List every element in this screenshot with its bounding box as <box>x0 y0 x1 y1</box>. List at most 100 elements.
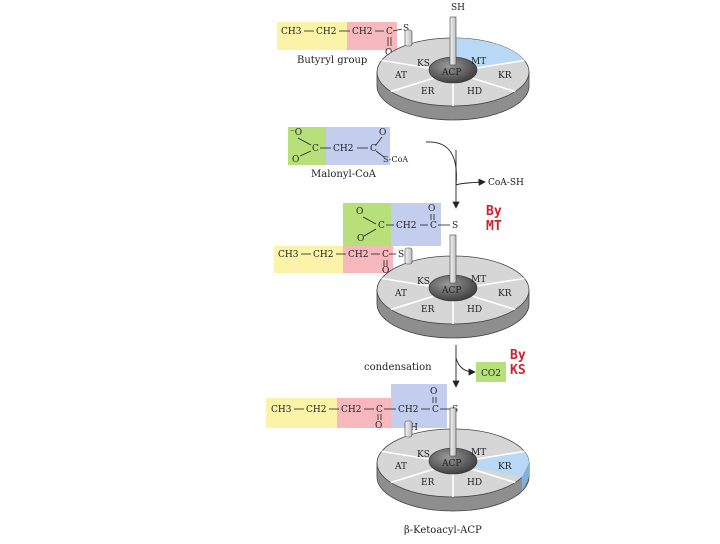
enzyme-label-acp: ACP <box>441 286 461 296</box>
malonyl-c1: C <box>312 144 319 154</box>
loaded-c-1: C <box>378 221 385 231</box>
malonyl-blue-box <box>326 127 390 165</box>
bond <box>375 136 383 146</box>
enzyme-label-at: AT <box>394 289 407 299</box>
keto-ch3: CH3 <box>271 405 292 415</box>
enzyme-label-ks: KS <box>417 59 430 69</box>
loaded-ch2-b: CH2 <box>348 250 368 260</box>
wheel-divider <box>475 450 525 461</box>
co2-label: CO2 <box>481 369 501 379</box>
enzyme-label-mt: MT <box>471 57 486 67</box>
enzyme-label-mt: MT <box>471 448 486 458</box>
enzyme-wheel-2: KS MT KR HD ER AT ACP <box>376 234 530 339</box>
malonyl-s-coa: S-CoA <box>383 155 408 164</box>
loaded-green-box <box>343 203 391 246</box>
butyryl-pink-box <box>347 22 397 50</box>
keto-ch2-c: CH2 <box>398 405 418 415</box>
malonyl-o-low: O <box>292 155 299 165</box>
enzyme-label-er: ER <box>421 478 435 488</box>
bond <box>375 150 385 158</box>
acp-arm <box>449 407 457 457</box>
keto-blue-box <box>391 384 447 428</box>
wheel-divider <box>475 59 525 70</box>
enzyme-label-hd: HD <box>467 305 482 315</box>
enzyme-label-acp: ACP <box>441 459 461 469</box>
wheel-divider <box>390 295 434 311</box>
enzyme-wheel-1: KS MT KR HD ER AT ACP <box>376 16 530 121</box>
loaded-s-2: S <box>398 250 404 260</box>
enzyme-label-kr: KR <box>498 289 512 299</box>
coa-sh-label: CoA-SH <box>488 178 524 188</box>
loaded-s: S <box>452 221 458 231</box>
malonyl-ch2: CH2 <box>333 144 353 154</box>
keto-c-1: C <box>376 405 383 415</box>
condensation-label: condensation <box>364 362 432 373</box>
enzyme-wheel-3: KS MT KR HD ER AT ACP <box>376 407 530 512</box>
loaded-o-1: O <box>356 207 363 217</box>
butyryl-ch2-b: CH2 <box>352 27 372 37</box>
top-sh-label: SH <box>451 3 465 13</box>
enzyme-label-er: ER <box>421 305 435 315</box>
keto-ch2-a: CH2 <box>306 405 326 415</box>
loaded-o-2: O <box>357 234 364 244</box>
enzyme-label-hd: HD <box>467 87 482 97</box>
malonyl-coa-label: Malonyl-CoA <box>311 169 377 180</box>
malonyl-o-top: O <box>379 128 386 138</box>
wheel-highlight-sector <box>453 38 525 69</box>
butyryl-s: S <box>403 24 409 34</box>
wheel-highlight-side <box>521 463 529 492</box>
wheel-divider <box>472 77 516 93</box>
malonyl-c2: C <box>370 144 377 154</box>
annotation-by-ks: By KS <box>510 348 526 378</box>
bond <box>362 216 377 225</box>
enzyme-label-er: ER <box>421 87 435 97</box>
wheel-divider <box>390 468 434 484</box>
wheel-divider <box>381 59 431 70</box>
butyryl-yellow-box <box>277 22 347 50</box>
butyryl-group-label: Butyryl group <box>297 55 367 66</box>
bond <box>392 28 403 32</box>
bond <box>363 228 377 237</box>
keto-o-low: O <box>375 421 382 431</box>
loaded-o-3: O <box>428 204 435 214</box>
enzyme-label-ks: KS <box>417 450 430 460</box>
loaded-butyryl-yellow-box <box>274 246 343 273</box>
loaded-ch3: CH3 <box>278 250 299 260</box>
loaded-o-4: O <box>382 266 389 276</box>
butyryl-ch3: CH3 <box>281 27 302 37</box>
ks-cysteine-arm <box>404 247 413 265</box>
enzyme-label-hd: HD <box>467 478 482 488</box>
acp-arm <box>449 234 457 284</box>
malonyl-o-minus: ⁻O <box>290 128 302 138</box>
co2-release-arrow <box>455 357 476 376</box>
loaded-ch2-a: CH2 <box>313 250 333 260</box>
condensation-section: condensation CO2 <box>364 345 506 388</box>
enzyme-label-mt: MT <box>471 275 486 285</box>
bond <box>299 150 312 157</box>
loaded-butyryl-pink-box <box>343 246 393 273</box>
malonyl-section: ⁻O C O CH2 C O S-CoA Malonyl-CoA CoA-SH <box>288 127 524 209</box>
keto-ch2-b: CH2 <box>341 405 361 415</box>
wheel-divider <box>381 277 431 288</box>
keto-o-top: O <box>430 387 437 397</box>
enzyme-label-at: AT <box>394 462 407 472</box>
bond <box>297 137 312 146</box>
enzyme-label-acp: ACP <box>441 68 461 78</box>
acp-arm <box>449 16 457 66</box>
keto-c-2: C <box>432 405 439 415</box>
enzyme-label-kr: KR <box>498 462 512 472</box>
wheel-divider <box>381 450 431 461</box>
ketoacyl-section: CH3 CH2 CH2 C CH2 C S O O SH KSMTKRHDERA… <box>266 384 530 536</box>
loaded-c-3: C <box>382 250 389 260</box>
ks-cysteine-arm <box>404 420 413 438</box>
enzyme-label-at: AT <box>394 71 407 81</box>
enzyme-label-kr: KR <box>498 71 512 81</box>
wheel-divider <box>472 468 516 484</box>
keto-yellow-box <box>266 398 337 428</box>
enzyme-label-ks: KS <box>417 277 430 287</box>
loaded-blue-box <box>391 203 441 246</box>
loaded-c-2: C <box>430 221 437 231</box>
